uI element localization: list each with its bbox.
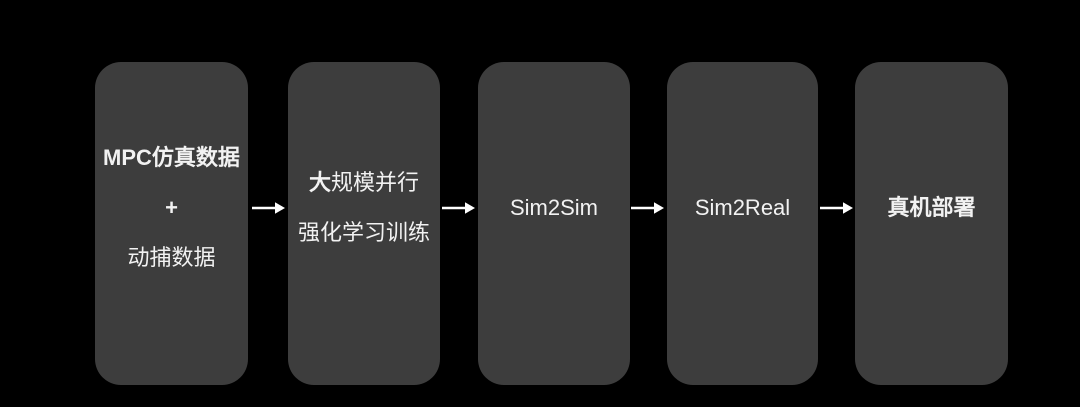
node-content: Sim2Real: [667, 183, 818, 233]
node-content: MPC仿真数据 + 动捕数据: [95, 133, 248, 283]
plus-separator: +: [165, 194, 178, 220]
node-label-line: 真机部署: [887, 194, 976, 220]
node-content: Sim2Sim: [478, 183, 630, 233]
node-training-data: MPC仿真数据 + 动捕数据: [95, 62, 248, 385]
node-rl-training: 大规模并行 强化学习训练: [288, 62, 440, 385]
node-label-segment: 大: [308, 169, 331, 195]
node-sim2real: Sim2Real: [667, 62, 818, 385]
node-content: 大规模并行 强化学习训练: [288, 158, 440, 258]
node-label-segment: 规模并行: [331, 169, 420, 195]
node-real-deployment: 真机部署: [855, 62, 1008, 385]
arrow-right-icon: [442, 202, 475, 214]
node-sim2sim: Sim2Sim: [478, 62, 630, 385]
arrow-right-icon: [631, 202, 664, 214]
node-label-line: 动捕数据: [127, 244, 216, 270]
node-label-line: 强化学习训练: [297, 219, 430, 245]
node-label-line: 大规模并行: [288, 158, 440, 208]
node-label-line: Sim2Sim: [509, 194, 598, 220]
arrow-right-icon: [820, 202, 853, 214]
node-label-line: MPC仿真数据: [103, 144, 240, 170]
arrow-right-icon: [252, 202, 285, 214]
node-label-line: Sim2Real: [694, 194, 791, 220]
node-content: 真机部署: [855, 183, 1008, 233]
